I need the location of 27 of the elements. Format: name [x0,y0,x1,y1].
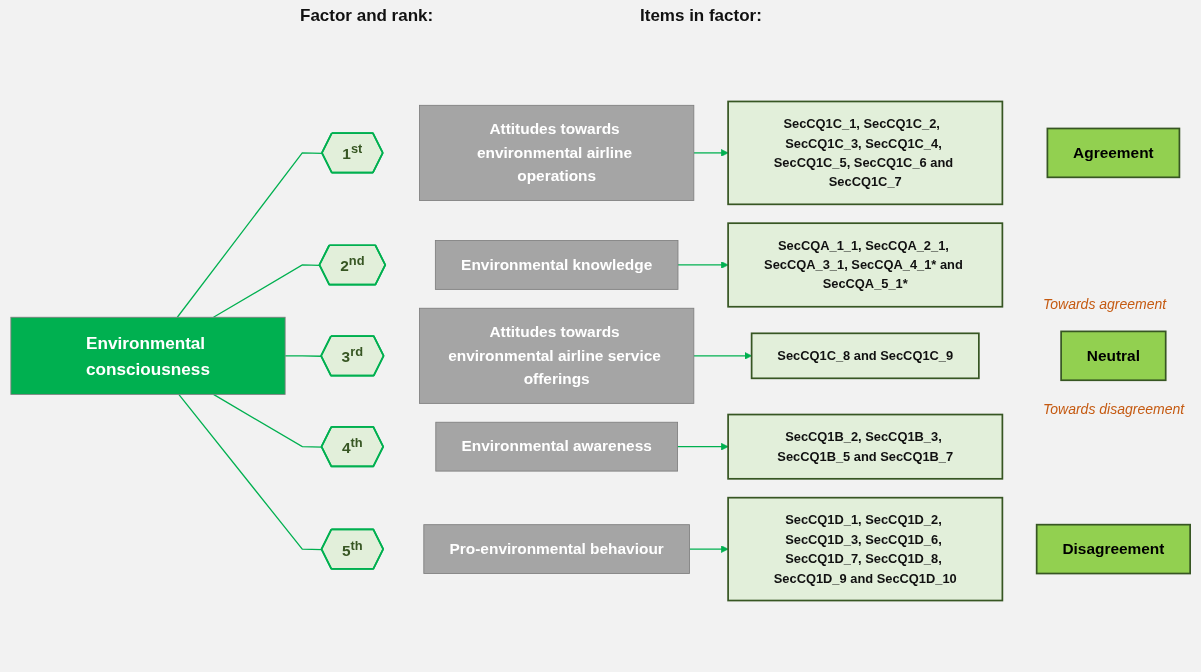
connector [176,152,323,318]
column-heading: Items in factor: [640,6,762,26]
direction-note: Towards agreement [1043,296,1167,312]
node-box: Environmental awareness [435,421,678,472]
connector [212,393,323,448]
node-box: SecCQ1B_2, SecCQ1B_3, SecCQ1B_5 and SecCQ1B_7 [727,413,1004,480]
node-box: Attitudes towards environmental airline service offerings [419,307,695,404]
node-box: Disagreement [1035,523,1191,575]
arrow [677,261,729,269]
node-box: Neutral [1060,330,1167,382]
column-heading: Factor and rank: [300,6,434,26]
arrow [676,442,729,451]
node-box: Attitudes towards environmental airline operations [419,104,695,201]
node-box: Pro-environmental behaviour [423,524,690,574]
connector [178,393,323,551]
node-box: Environmental consciousness [10,316,286,395]
node-box: Agreement [1046,127,1181,179]
node-box: SecCQ1C_8 and SecCQ1C_9 [750,332,980,380]
arrow [688,545,729,553]
direction-note: Towards disagreement [1043,401,1185,417]
arrow [693,149,729,157]
arrow [693,352,752,360]
node-box: SecCQ1D_1, SecCQ1D_2, SecCQ1D_3, SecCQ1D_6, SecCQ1D_7, SecCQ1D_8, SecCQ1D_9 and SecCQ1D_10 [727,496,1004,602]
node-box: SecCQA_1_1, SecCQA_2_1, SecCQA_3_1, SecCQA_4_1* and SecCQA_5_1* [727,222,1004,308]
connector [212,264,321,318]
node-box: SecCQ1C_1, SecCQ1C_2, SecCQ1C_3, SecCQ1C_4, SecCQ1C_5, SecCQ1C_6 and SecCQ1C_7 [727,100,1004,206]
node-box: Environmental knowledge [434,240,679,290]
